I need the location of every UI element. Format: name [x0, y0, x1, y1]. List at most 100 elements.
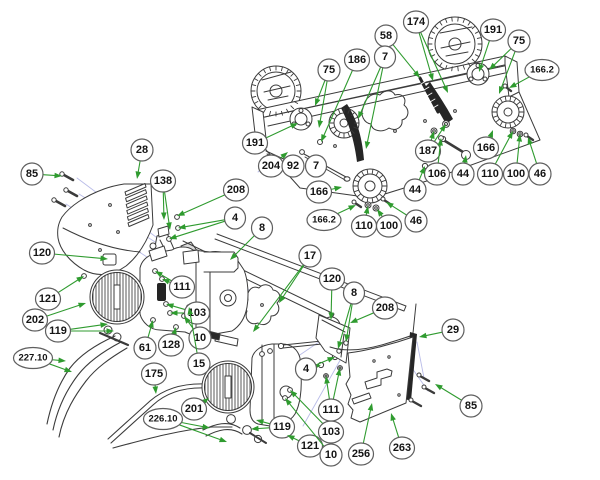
balloon-191[interactable]: 191 [241, 123, 299, 155]
balloon-circle[interactable] [414, 139, 442, 163]
balloon-92[interactable]: 92 [281, 154, 305, 178]
balloon-circle[interactable] [241, 131, 269, 155]
balloon-circle[interactable] [157, 333, 185, 357]
balloon-circle[interactable] [403, 178, 427, 202]
balloon-4[interactable]: 4 [294, 357, 336, 381]
balloon-circle[interactable] [296, 434, 324, 458]
balloon-circle[interactable] [28, 241, 56, 265]
balloon-166.2[interactable]: 166.2 [509, 58, 560, 89]
balloon-44[interactable]: 44 [451, 155, 475, 186]
balloon-circle[interactable] [142, 407, 184, 431]
balloon-circle[interactable] [133, 336, 157, 360]
balloon-128[interactable]: 128 [157, 327, 185, 357]
balloon-circle[interactable] [524, 58, 560, 82]
balloon-circle[interactable] [476, 162, 504, 186]
balloon-85[interactable]: 85 [20, 162, 62, 186]
balloon-174[interactable]: 174 [402, 10, 449, 93]
balloon-circle[interactable] [281, 154, 305, 178]
balloon-circle[interactable] [423, 162, 451, 186]
balloon-226.10[interactable]: 226.10 [142, 407, 228, 443]
balloon-circle[interactable] [347, 442, 375, 466]
balloon-263[interactable]: 263 [388, 413, 416, 460]
balloon-17[interactable]: 17 [253, 244, 322, 332]
balloon-circle[interactable] [44, 319, 72, 343]
balloon-10[interactable]: 10 [285, 398, 343, 467]
balloon-circle[interactable] [371, 296, 399, 320]
balloon-201[interactable]: 201 [180, 397, 210, 421]
balloon-circle[interactable] [180, 397, 208, 421]
balloon-circle[interactable] [317, 398, 345, 422]
balloon-circle[interactable] [388, 436, 416, 460]
balloon-circle[interactable] [34, 287, 62, 311]
balloon-circle[interactable] [268, 415, 296, 439]
balloon-28[interactable]: 28 [130, 138, 154, 179]
balloon-circle[interactable] [373, 45, 397, 69]
balloon-8[interactable]: 8 [230, 216, 274, 260]
balloon-circle[interactable] [507, 29, 531, 53]
balloon-circle[interactable] [140, 362, 168, 386]
balloon-circle[interactable] [459, 394, 483, 418]
balloon-208[interactable]: 208 [177, 178, 250, 216]
balloon-circle[interactable] [149, 169, 177, 193]
balloon-119[interactable]: 119 [251, 415, 296, 439]
balloon-166[interactable]: 166 [305, 180, 343, 204]
balloon-166.2[interactable]: 166.2 [306, 205, 356, 232]
balloon-circle[interactable] [188, 326, 212, 350]
balloon-circle[interactable] [441, 318, 465, 342]
balloon-circle[interactable] [528, 162, 552, 186]
balloon-186[interactable]: 186 [321, 48, 371, 142]
balloon-121[interactable]: 121 [34, 276, 85, 311]
balloon-circle[interactable] [223, 206, 247, 230]
balloon-227.10[interactable]: 227.10 [12, 346, 73, 373]
balloon-circle[interactable] [317, 58, 341, 82]
balloon-circle[interactable] [342, 281, 366, 305]
balloon-circle[interactable] [404, 209, 428, 233]
balloon-44[interactable]: 44 [403, 166, 427, 202]
balloon-4[interactable]: 4 [169, 206, 247, 240]
balloon-75[interactable]: 75 [315, 58, 341, 128]
balloon-85[interactable]: 85 [435, 384, 483, 418]
balloon-119[interactable]: 119 [44, 319, 115, 343]
balloon-circle[interactable] [319, 443, 343, 467]
balloon-circle[interactable] [250, 216, 274, 240]
balloon-circle[interactable] [318, 267, 346, 291]
balloon-circle[interactable] [375, 214, 403, 238]
balloon-circle[interactable] [479, 18, 507, 42]
balloon-110[interactable]: 110 [350, 206, 378, 238]
balloon-100[interactable]: 100 [502, 134, 530, 186]
balloon-29[interactable]: 29 [419, 318, 465, 342]
balloon-circle[interactable] [20, 162, 44, 186]
balloon-110[interactable]: 110 [476, 131, 514, 186]
balloon-circle[interactable] [306, 208, 342, 232]
balloon-circle[interactable] [402, 10, 430, 34]
balloon-204[interactable]: 204 [257, 152, 289, 178]
balloon-7[interactable]: 7 [304, 154, 328, 178]
balloon-circle[interactable] [343, 48, 371, 72]
balloon-circle[interactable] [12, 346, 54, 370]
balloon-202[interactable]: 202 [21, 302, 87, 332]
balloon-circle[interactable] [187, 352, 211, 376]
balloon-120[interactable]: 120 [28, 241, 109, 265]
balloon-175[interactable]: 175 [140, 362, 168, 394]
balloon-7[interactable]: 7 [358, 45, 397, 149]
balloon-circle[interactable] [294, 357, 318, 381]
balloon-circle[interactable] [451, 162, 475, 186]
balloon-circle[interactable] [305, 180, 333, 204]
balloon-circle[interactable] [472, 136, 500, 160]
balloon-8[interactable]: 8 [337, 281, 366, 349]
balloon-111[interactable]: 111 [155, 271, 196, 299]
balloon-208[interactable]: 208 [350, 296, 399, 323]
balloon-75[interactable]: 75 [489, 29, 531, 94]
balloon-121[interactable]: 121 [287, 434, 324, 458]
balloon-circle[interactable] [130, 138, 154, 162]
balloon-46[interactable]: 46 [527, 137, 552, 186]
balloon-58[interactable]: 58 [374, 24, 420, 78]
balloon-46[interactable]: 46 [386, 202, 428, 233]
balloon-circle[interactable] [168, 275, 196, 299]
balloon-106[interactable]: 106 [423, 138, 451, 186]
balloon-61[interactable]: 61 [133, 320, 157, 360]
balloon-111[interactable]: 111 [317, 368, 345, 422]
balloon-166[interactable]: 166 [472, 130, 500, 160]
balloon-100[interactable]: 100 [375, 209, 403, 238]
balloon-circle[interactable] [298, 244, 322, 268]
